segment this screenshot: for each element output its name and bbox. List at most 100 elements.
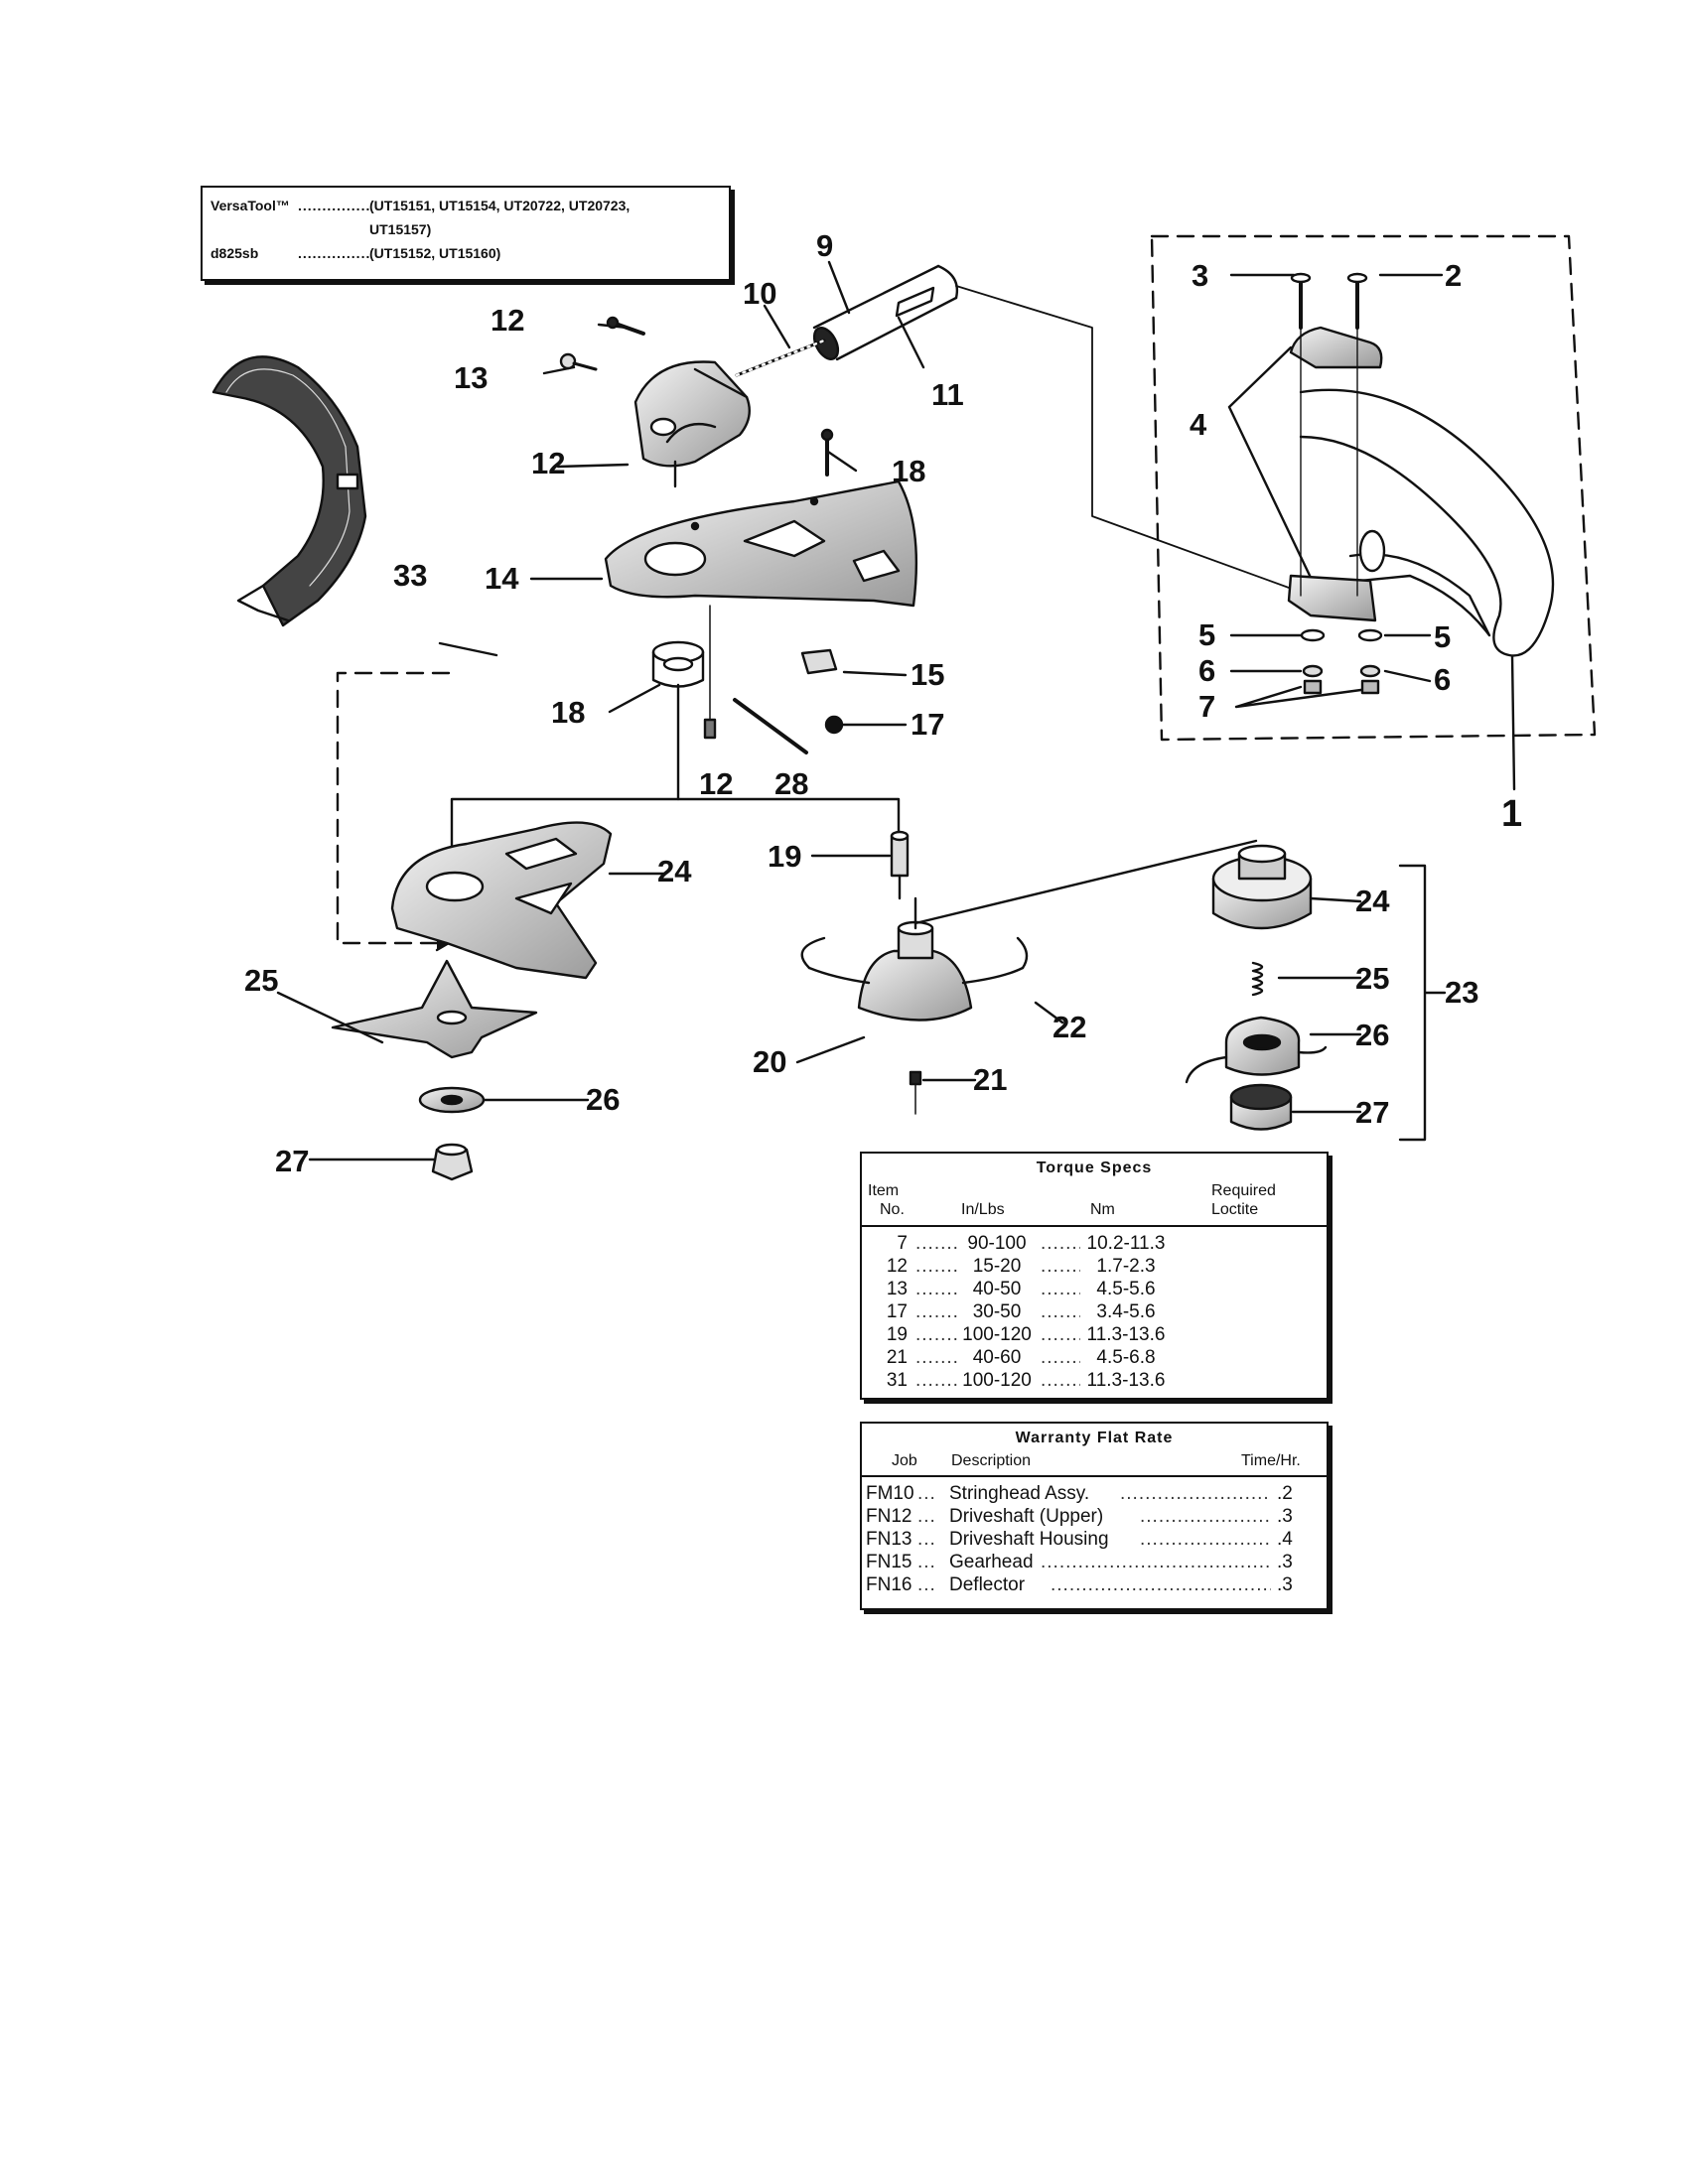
warranty-job: FN12 xyxy=(866,1506,912,1527)
warranty-description: Gearhead xyxy=(949,1552,1034,1572)
warranty-row: FN13...Driveshaft Housing...............… xyxy=(866,1529,1293,1550)
callout-1: 1 xyxy=(1501,793,1522,835)
header-required: Required xyxy=(1211,1182,1276,1199)
washer-5-right xyxy=(1357,628,1383,642)
callout-31: 27 xyxy=(275,1144,309,1178)
warranty-time: .3 xyxy=(1277,1506,1293,1527)
warranty-description: Driveshaft Housing xyxy=(949,1529,1109,1550)
torque-inlbs: 15-20 xyxy=(972,1256,1022,1277)
torque-inlbs: 100-120 xyxy=(962,1370,1032,1391)
model-applicability-box: VersaTool™...............(UT15151, UT151… xyxy=(201,186,731,281)
nut-17 xyxy=(824,715,844,735)
callout-10: 11 xyxy=(931,377,964,412)
warranty-row: FM10...Stringhead Assy..................… xyxy=(866,1483,1293,1504)
model-numbers-cont: UT15157) xyxy=(369,221,432,237)
callout-33: 33 xyxy=(393,558,427,593)
screw-16 xyxy=(820,428,834,477)
torque-item: 13 xyxy=(886,1279,908,1299)
warranty-row: FN16...Deflector........................… xyxy=(866,1574,1293,1595)
torque-inlbs: 40-60 xyxy=(972,1347,1022,1368)
callout-30: 26 xyxy=(586,1082,620,1117)
torque-inlbs: 90-100 xyxy=(967,1233,1027,1254)
callout-17: 17 xyxy=(911,707,944,742)
warranty-job: FN13 xyxy=(866,1529,912,1550)
warranty-row: FN12...Driveshaft (Upper)...............… xyxy=(866,1506,1293,1527)
callout-29: 25 xyxy=(244,963,278,998)
model-row-versatool: VersaTool™...............(UT15151, UT151… xyxy=(210,198,631,213)
callout-26: 26 xyxy=(1355,1018,1389,1052)
torque-nm: 11.3-13.6 xyxy=(1086,1324,1166,1345)
torque-nm: 4.5-6.8 xyxy=(1096,1347,1156,1368)
torque-nm: 10.2-11.3 xyxy=(1086,1233,1166,1254)
nut-31 xyxy=(431,1143,474,1181)
torque-row: 19.......100-120.......11.3-13.6 xyxy=(862,1324,1327,1348)
callout-9: 10 xyxy=(743,276,776,311)
adapter xyxy=(890,830,910,878)
spring xyxy=(1251,961,1264,997)
spool-housing xyxy=(1211,844,1313,930)
warranty-job: FN16 xyxy=(866,1574,912,1595)
warranty-description: Driveshaft (Upper) xyxy=(949,1506,1104,1527)
callout-5-right: 5 xyxy=(1434,619,1451,654)
callout-32: 28 xyxy=(774,766,808,801)
torque-specs-table: Torque Specs Item No. In/Lbs Nm Required… xyxy=(860,1152,1329,1400)
callout-4: 4 xyxy=(1190,407,1207,442)
guard-plate xyxy=(604,479,918,608)
model-name: VersaTool™ xyxy=(210,198,290,213)
header-job: Job xyxy=(892,1452,917,1469)
header-no: No. xyxy=(880,1201,905,1218)
callout-19: 19 xyxy=(768,839,801,874)
torque-inlbs: 100-120 xyxy=(962,1324,1032,1345)
warranty-description: Deflector xyxy=(949,1574,1026,1595)
torque-nm: 11.3-13.6 xyxy=(1086,1370,1166,1391)
trimmer-head xyxy=(800,920,1029,1022)
torque-row: 31.......100-120.......11.3-13.6 xyxy=(862,1370,1327,1394)
callout-28: 24 xyxy=(657,854,692,888)
torque-row: 7.......90-100.......10.2-11.3 xyxy=(862,1233,1327,1257)
loop-handle xyxy=(1299,388,1555,657)
callout-12-upper: 12 xyxy=(491,303,524,338)
model-row-versatool-cont: UT15157) xyxy=(369,221,431,237)
upper-clamp xyxy=(1289,326,1383,369)
lockwasher-6-left xyxy=(1302,664,1324,678)
callout-16: 18 xyxy=(892,454,925,488)
callout-22: 22 xyxy=(1052,1010,1086,1044)
bolt-3 xyxy=(1290,272,1312,330)
spool xyxy=(1185,1016,1328,1084)
torque-item: 7 xyxy=(897,1233,908,1254)
callout-20: 20 xyxy=(753,1044,786,1079)
torque-inlbs: 30-50 xyxy=(972,1301,1022,1322)
model-row-d825sb: d825sb...............(UT15152, UT15160) xyxy=(210,245,501,261)
gearhead xyxy=(633,360,751,488)
model-numbers: (UT15152, UT15160) xyxy=(369,245,501,261)
nut-7-right xyxy=(1360,679,1380,695)
callout-5-left: 5 xyxy=(1198,617,1215,652)
torque-item: 17 xyxy=(886,1301,908,1322)
callout-23: 23 xyxy=(1445,975,1478,1010)
handle-assembly-dashed-box xyxy=(1150,234,1597,742)
callout-7: 7 xyxy=(1198,689,1215,724)
warranty-time: .2 xyxy=(1277,1483,1293,1504)
callout-14: 14 xyxy=(485,561,519,596)
callout-15: 15 xyxy=(911,657,944,692)
warranty-row: FN15...Gearhead.........................… xyxy=(866,1552,1293,1572)
warranty-job: FN15 xyxy=(866,1552,912,1572)
torque-row: 21.......40-60.......4.5-6.8 xyxy=(862,1347,1327,1371)
callout-11-label: 12 xyxy=(531,446,565,480)
callout-24-text: 24 xyxy=(1355,884,1390,918)
blade xyxy=(331,959,538,1059)
screw-21 xyxy=(909,1070,922,1115)
torque-specs-title: Torque Specs xyxy=(1036,1160,1153,1176)
model-name: d825sb xyxy=(210,245,259,261)
warranty-flat-rate-table: Warranty Flat Rate Job Description Time/… xyxy=(860,1422,1329,1610)
shoulder-strap xyxy=(211,355,367,627)
callout-13: 13 xyxy=(454,360,488,395)
header-inlbs: In/Lbs xyxy=(961,1201,1005,1218)
warranty-description: Stringhead Assy. xyxy=(949,1483,1090,1504)
header-time: Time/Hr. xyxy=(1241,1452,1301,1469)
header-nm: Nm xyxy=(1090,1201,1115,1218)
warranty-job: FM10 xyxy=(866,1483,914,1504)
washer-5-left xyxy=(1300,628,1326,642)
warranty-time: .3 xyxy=(1277,1574,1293,1595)
